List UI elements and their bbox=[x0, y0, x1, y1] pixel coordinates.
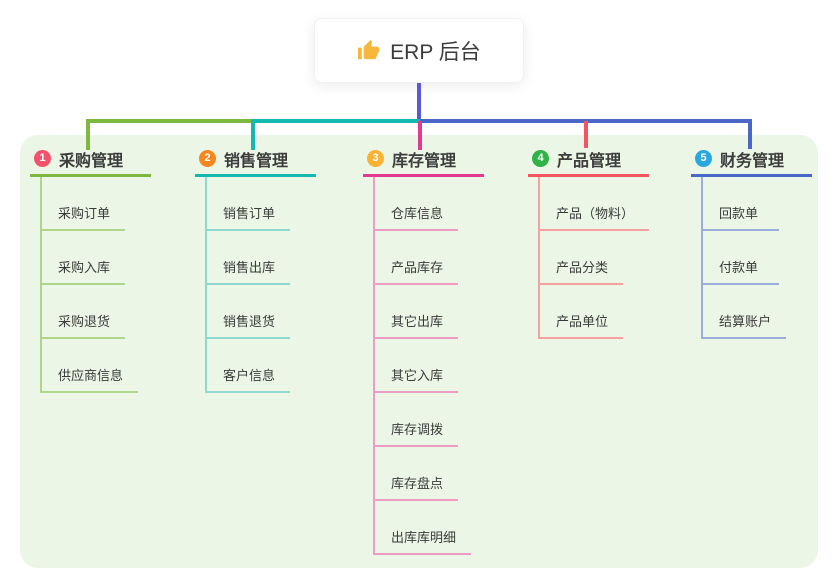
tree-node[interactable]: 产品单位 bbox=[540, 285, 624, 339]
tree-node[interactable]: 销售出库 bbox=[207, 231, 291, 285]
tree-node[interactable]: 其它出库 bbox=[375, 285, 459, 339]
tree-node[interactable]: 采购入库 bbox=[42, 231, 126, 285]
branch-badge: 1 bbox=[34, 150, 51, 167]
tree-node[interactable]: 库存调拨 bbox=[375, 393, 459, 447]
tree-node[interactable]: 出库库明细 bbox=[375, 501, 472, 555]
thumbs-up-icon bbox=[357, 39, 380, 62]
branch-inventory: 3 库存管理 仓库信息 产品库存 其它出库 其它入库 库存调拨 库存盘点 出库库… bbox=[363, 148, 484, 555]
mindmap-panel bbox=[20, 135, 818, 568]
root-title: ERP 后台 bbox=[390, 40, 481, 64]
drop-line-inventory bbox=[418, 121, 422, 150]
drop-line-finance bbox=[748, 119, 752, 149]
branch-header-product[interactable]: 4 产品管理 bbox=[528, 148, 649, 177]
branch-product: 4 产品管理 产品（物料） 产品分类 产品单位 bbox=[528, 148, 650, 339]
tree-node[interactable]: 产品分类 bbox=[540, 231, 624, 285]
branch-badge: 2 bbox=[199, 150, 216, 167]
branch-label: 库存管理 bbox=[392, 152, 457, 170]
tree-node[interactable]: 回款单 bbox=[703, 177, 779, 231]
drop-line-product bbox=[584, 121, 588, 148]
branch-badge: 4 bbox=[532, 150, 549, 167]
tree-node[interactable]: 客户信息 bbox=[207, 339, 291, 393]
branch-label: 采购管理 bbox=[59, 152, 124, 170]
branch-header-sales[interactable]: 2 销售管理 bbox=[195, 148, 316, 177]
branch-header-purchase[interactable]: 1 采购管理 bbox=[30, 148, 151, 177]
root-edge-line bbox=[417, 83, 421, 121]
tree-node[interactable]: 采购订单 bbox=[42, 177, 126, 231]
branch-badge: 5 bbox=[695, 150, 712, 167]
branch-children: 仓库信息 产品库存 其它出库 其它入库 库存调拨 库存盘点 出库库明细 bbox=[373, 177, 484, 555]
tree-node[interactable]: 销售订单 bbox=[207, 177, 291, 231]
branch-children: 销售订单 销售出库 销售退货 客户信息 bbox=[205, 177, 316, 393]
branch-label: 产品管理 bbox=[557, 152, 622, 170]
branch-finance: 5 财务管理 回款单 付款单 结算账户 bbox=[691, 148, 812, 339]
branch-children: 采购订单 采购入库 采购退货 供应商信息 bbox=[40, 177, 151, 393]
branch-children: 产品（物料） 产品分类 产品单位 bbox=[538, 177, 650, 339]
branch-purchase: 1 采购管理 采购订单 采购入库 采购退货 供应商信息 bbox=[30, 148, 151, 393]
tree-node[interactable]: 结算账户 bbox=[703, 285, 787, 339]
tree-node[interactable]: 仓库信息 bbox=[375, 177, 459, 231]
tree-node[interactable]: 库存盘点 bbox=[375, 447, 459, 501]
branch-label: 销售管理 bbox=[224, 152, 289, 170]
branch-children: 回款单 付款单 结算账户 bbox=[701, 177, 812, 339]
branch-header-inventory[interactable]: 3 库存管理 bbox=[363, 148, 484, 177]
branch-header-finance[interactable]: 5 财务管理 bbox=[691, 148, 812, 177]
drop-line-sales bbox=[251, 119, 255, 150]
tree-node[interactable]: 产品（物料） bbox=[540, 177, 650, 231]
bus-segment-purchase bbox=[86, 119, 253, 123]
tree-node[interactable]: 其它入库 bbox=[375, 339, 459, 393]
tree-node[interactable]: 采购退货 bbox=[42, 285, 126, 339]
branch-badge: 3 bbox=[367, 150, 384, 167]
bus-segment-sales bbox=[253, 119, 420, 123]
tree-node[interactable]: 供应商信息 bbox=[42, 339, 139, 393]
tree-node[interactable]: 产品库存 bbox=[375, 231, 459, 285]
branch-label: 财务管理 bbox=[720, 152, 785, 170]
tree-node[interactable]: 付款单 bbox=[703, 231, 779, 285]
drop-line-purchase bbox=[86, 119, 90, 150]
root-node[interactable]: ERP 后台 bbox=[314, 18, 524, 83]
branch-sales: 2 销售管理 销售订单 销售出库 销售退货 客户信息 bbox=[195, 148, 316, 393]
tree-node[interactable]: 销售退货 bbox=[207, 285, 291, 339]
